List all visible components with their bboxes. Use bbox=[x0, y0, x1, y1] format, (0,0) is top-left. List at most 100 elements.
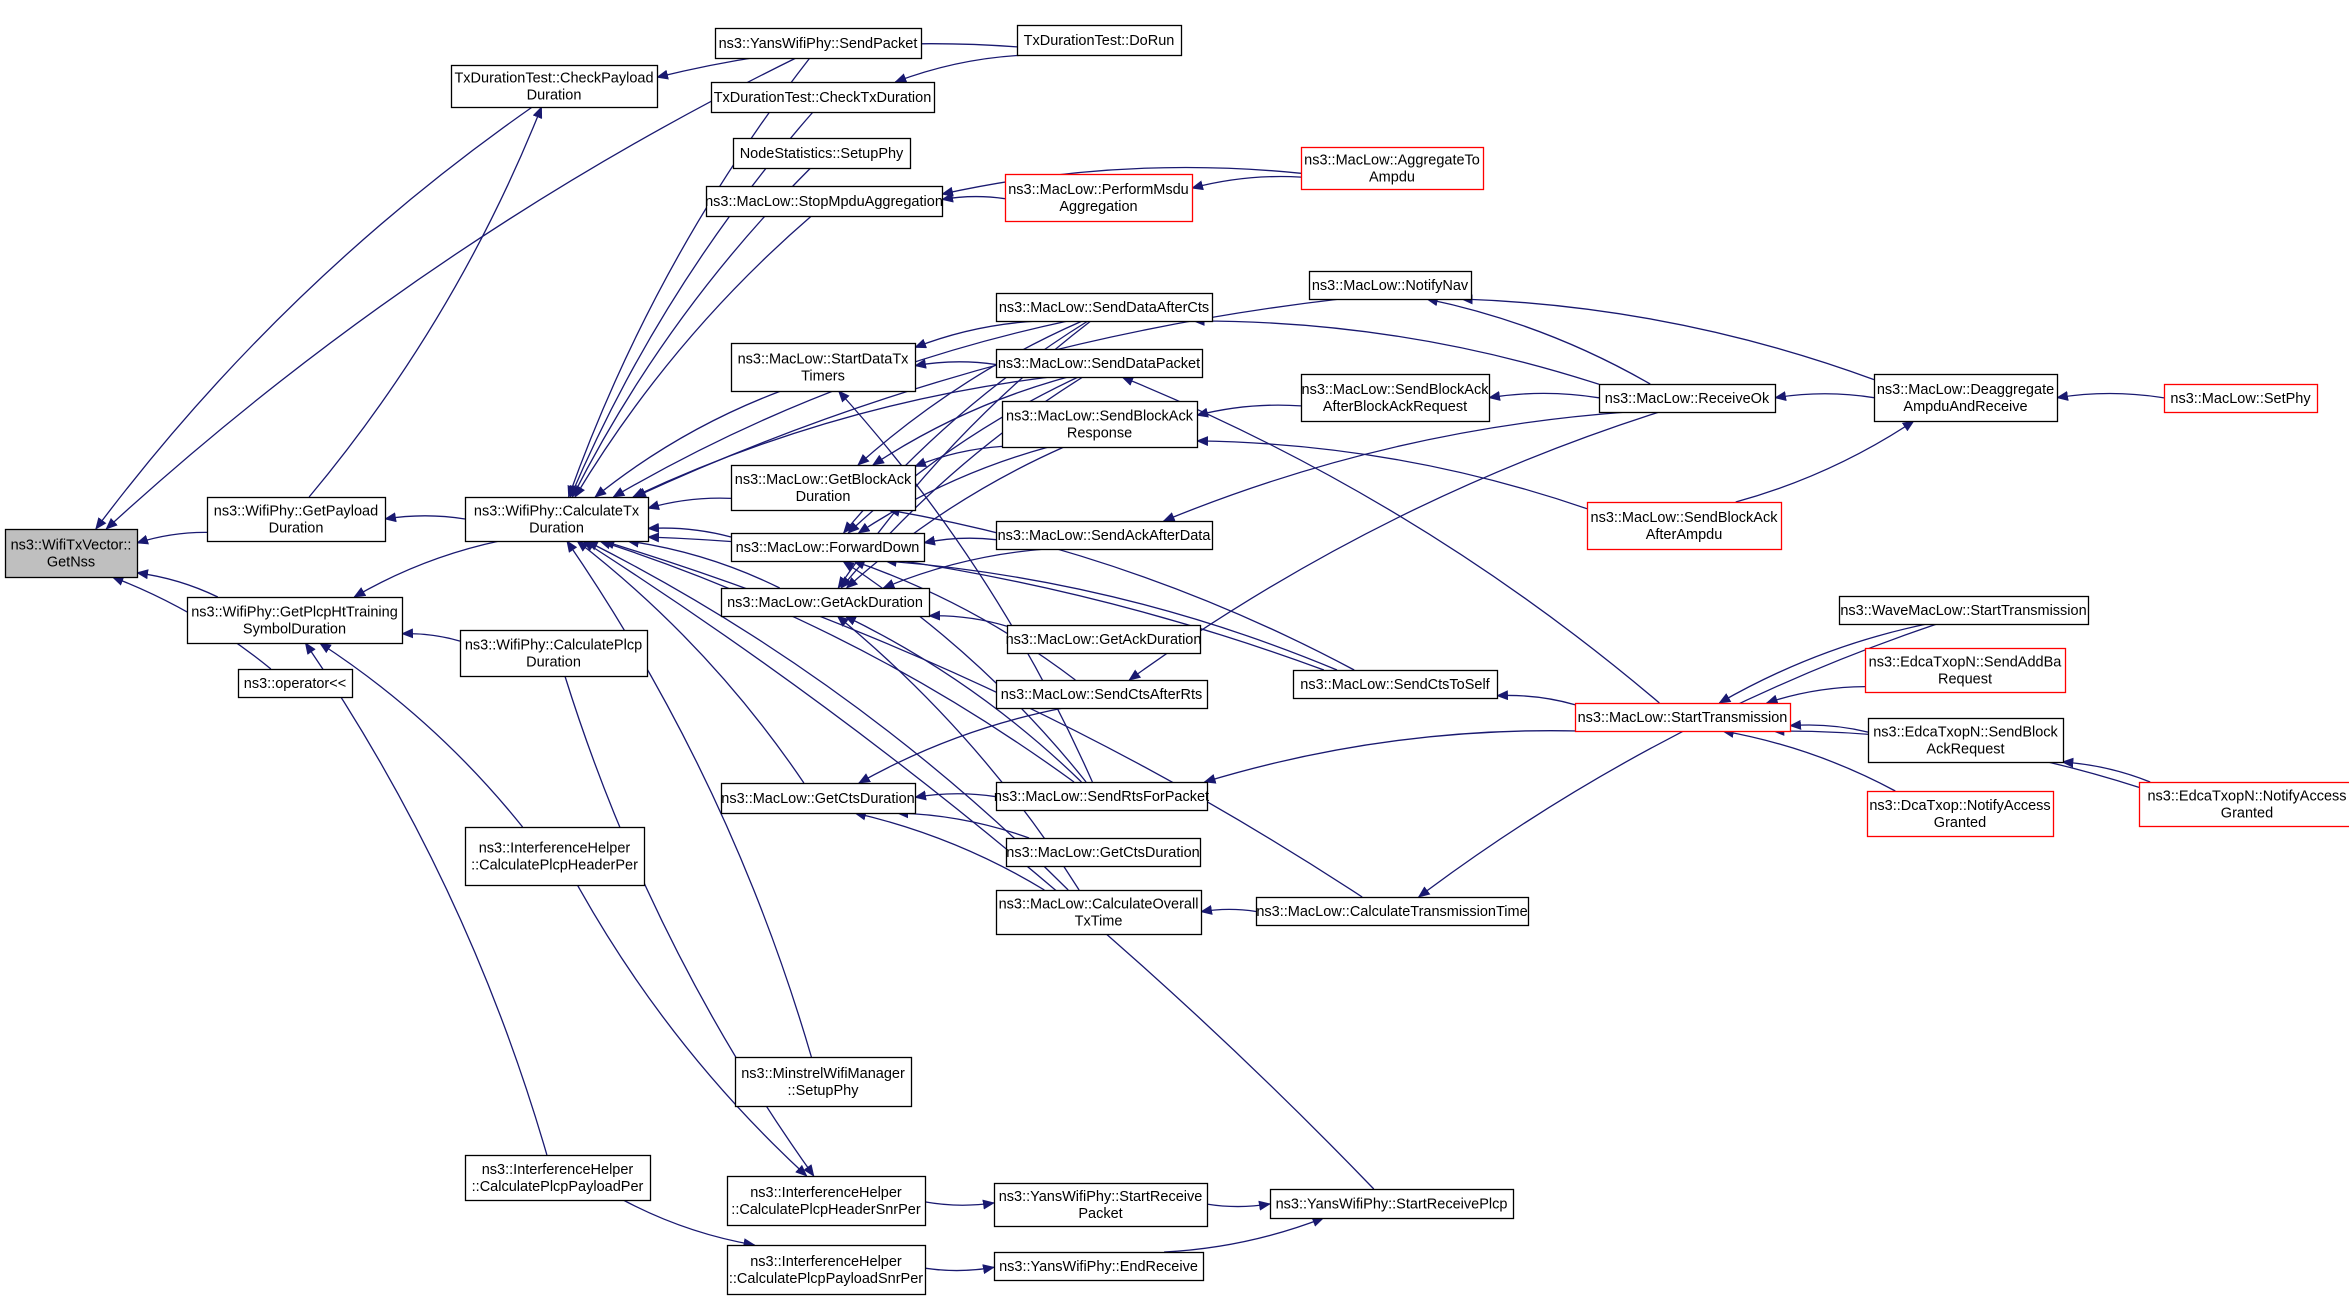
caller-function-node[interactable]: ns3::InterferenceHelper::CalculatePlcpPa… bbox=[464, 1154, 652, 1202]
node-box bbox=[1001, 400, 1199, 449]
node-box bbox=[1005, 837, 1202, 868]
node-label: ns3::MacLow::GetAckDuration bbox=[727, 595, 923, 611]
node-label: Aggregation bbox=[1059, 199, 1137, 215]
node-box bbox=[705, 185, 944, 218]
root-function-node[interactable]: ns3::WifiTxVector::GetNss bbox=[4, 528, 139, 579]
edge-n34-to-n33 bbox=[1789, 719, 1869, 733]
node-label: AmpduAndReceive bbox=[1903, 399, 2027, 415]
caller-function-node[interactable]: TxDurationTest::CheckTxDuration bbox=[710, 81, 936, 114]
node-box bbox=[1873, 373, 2059, 423]
caller-function-node[interactable]: ns3::MacLow::ReceiveOk bbox=[1598, 383, 1777, 414]
caller-function-node[interactable]: ns3::InterferenceHelper::CalculatePlcpHe… bbox=[726, 1175, 927, 1227]
node-label: ns3::MacLow::StopMpduAggregation bbox=[705, 194, 943, 210]
caller-function-node[interactable]: ns3::MacLow::SendDataPacket bbox=[995, 348, 1204, 379]
edge-n20-to-n19 bbox=[647, 497, 732, 510]
node-label: ns3::YansWifiPhy::EndReceive bbox=[999, 1259, 1198, 1275]
edge-n23-to-n25 bbox=[882, 548, 1046, 589]
edge-n14-to-n13 bbox=[1196, 404, 1302, 418]
edge-n3-to-n4 bbox=[894, 54, 1027, 83]
edge-n19-to-n24 bbox=[353, 540, 500, 598]
node-box bbox=[1838, 595, 2090, 626]
caller-function-node[interactable]: ns3::InterferenceHelper::CalculatePlcpPa… bbox=[726, 1244, 927, 1296]
node-label: AfterAmpdu bbox=[1646, 527, 1723, 543]
caller-function-node[interactable]: ns3::MacLow::SendAckAfterData bbox=[995, 520, 1214, 551]
caller-function-node[interactable]: ns3::MacLow::SendDataAfterCts bbox=[995, 292, 1214, 323]
edge-n41-to-n35 bbox=[853, 810, 1045, 891]
edge-n8-to-n7 bbox=[1191, 175, 1302, 191]
caller-function-node[interactable]: ns3::MacLow::StopMpduAggregation bbox=[705, 185, 944, 218]
caller-function-node[interactable]: ns3::operator<< bbox=[237, 668, 354, 699]
node-label: ns3::WifiTxVector:: bbox=[11, 538, 132, 554]
node-box bbox=[732, 137, 912, 170]
edge-n36-to-n19 bbox=[598, 539, 1075, 783]
edge-n29-to-n25 bbox=[928, 610, 1008, 627]
edge-n18-to-root bbox=[136, 531, 208, 545]
caller-function-node[interactable]: ns3::MacLow::GetAckDuration bbox=[720, 587, 931, 618]
edge-n15-to-n14 bbox=[1488, 391, 1600, 401]
node-label: Duration bbox=[269, 521, 324, 537]
node-label: ns3::YansWifiPhy::SendPacket bbox=[719, 36, 918, 52]
node-label: ns3::WifiPhy::CalculateTx bbox=[474, 504, 640, 520]
node-box bbox=[464, 496, 650, 543]
edge-n12-to-n19 bbox=[632, 376, 1051, 498]
node-box bbox=[1586, 501, 1783, 551]
node-box bbox=[186, 596, 404, 645]
edge-n12-to-n20 bbox=[872, 376, 1069, 466]
node-box bbox=[1308, 270, 1473, 301]
caller-function-node[interactable]: ns3::WifiPhy::GetPlcpHtTrainingSymbolDur… bbox=[186, 596, 404, 645]
node-label: Ampdu bbox=[1369, 170, 1415, 186]
caller-function-node[interactable]: ns3::MacLow::GetAckDuration bbox=[1006, 624, 1202, 655]
node-label: ns3::WifiPhy::CalculatePlcp bbox=[465, 638, 642, 654]
caller-function-node[interactable]: ns3::YansWifiPhy::StartReceivePlcp bbox=[1269, 1188, 1515, 1220]
caller-function-node[interactable]: ns3::MacLow::SendBlockAckAfterBlockAckRe… bbox=[1300, 373, 1491, 423]
node-label: ::CalculatePlcpPayloadPer bbox=[472, 1179, 644, 1195]
caller-function-node[interactable]: ns3::WaveMacLow::StartTransmission bbox=[1838, 595, 2090, 626]
caller-function-node[interactable]: TxDurationTest::DoRun bbox=[1016, 24, 1183, 57]
edge-n18-to-n1 bbox=[308, 106, 543, 498]
node-box bbox=[2163, 383, 2319, 414]
caller-function-node[interactable]: ns3::MinstrelWifiManager::SetupPhy bbox=[734, 1056, 913, 1108]
caller-function-node[interactable]: ns3::MacLow::StartTransmission bbox=[1574, 702, 1792, 733]
node-label: ns3::MacLow::GetBlockAck bbox=[735, 472, 912, 488]
node-box bbox=[1867, 717, 2065, 764]
caller-function-node[interactable]: ns3::MacLow::ForwardDown bbox=[730, 532, 926, 563]
caller-function-node[interactable]: ns3::YansWifiPhy::SendPacket bbox=[714, 27, 923, 60]
node-box bbox=[730, 464, 917, 512]
edge-n37-to-n33 bbox=[1721, 728, 1896, 792]
caller-function-node[interactable]: ns3::MacLow::CalculateTransmissionTime bbox=[1255, 896, 1530, 927]
caller-function-node[interactable]: ns3::MacLow::SetPhy bbox=[2163, 383, 2319, 414]
caller-function-node[interactable]: ns3::MacLow::SendRtsForPacket bbox=[994, 781, 1209, 812]
caller-function-node[interactable]: ns3::MacLow::SendCtsAfterRts bbox=[995, 679, 1209, 710]
node-label: Granted bbox=[2221, 806, 2273, 822]
node-label: Packet bbox=[1078, 1206, 1122, 1222]
node-label: ns3::operator<< bbox=[244, 676, 346, 692]
caller-function-node[interactable]: ns3::MacLow::NotifyNav bbox=[1308, 270, 1473, 301]
caller-function-node[interactable]: ns3::MacLow::GetCtsDuration bbox=[720, 782, 917, 815]
caller-function-node[interactable]: NodeStatistics::SetupPhy bbox=[732, 137, 912, 170]
node-box bbox=[459, 629, 649, 678]
edge-n23-to-n22 bbox=[923, 535, 997, 546]
edge-n48-to-n49 bbox=[924, 1264, 995, 1275]
node-label: NodeStatistics::SetupPhy bbox=[740, 146, 904, 162]
caller-function-node[interactable]: ns3::InterferenceHelper::CalculatePlcpHe… bbox=[464, 826, 646, 887]
caller-function-node[interactable]: ns3::YansWifiPhy::EndReceive bbox=[993, 1251, 1205, 1282]
caller-function-node[interactable]: ns3::MacLow::SendCtsToSelf bbox=[1292, 669, 1499, 700]
caller-function-node[interactable]: ns3::MacLow::GetCtsDuration bbox=[1005, 837, 1202, 868]
